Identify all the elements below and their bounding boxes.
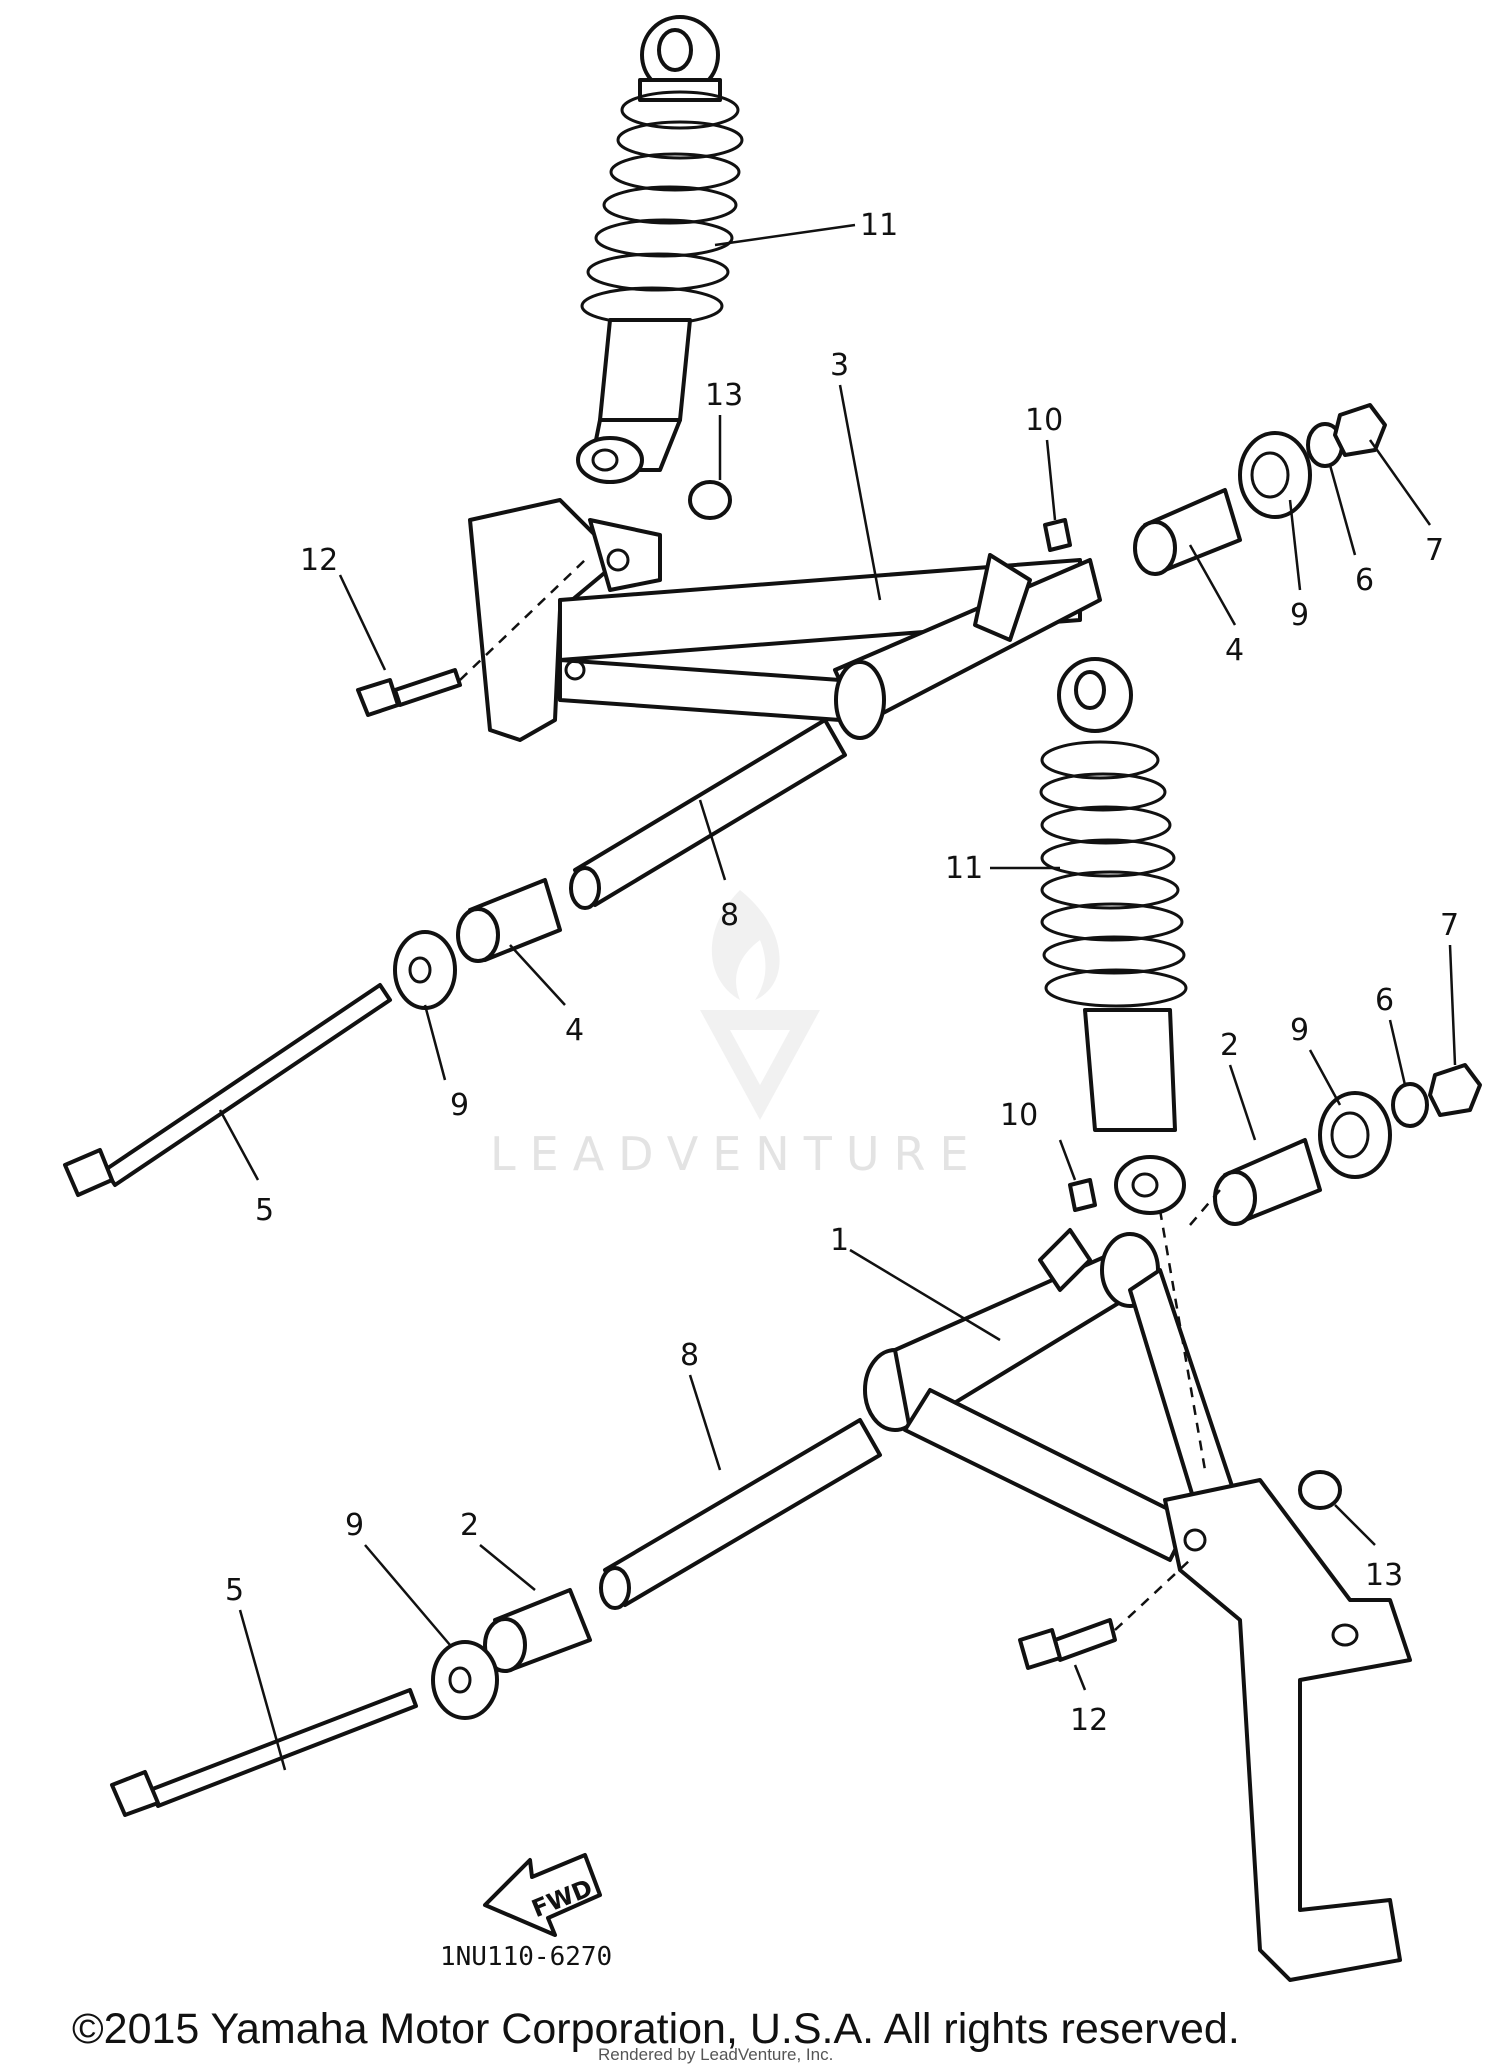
callout-seal-upper-rear: 9 bbox=[1290, 598, 1309, 633]
lower-mount-bolt bbox=[1018, 1559, 1191, 1670]
watermark-logo bbox=[700, 890, 820, 1120]
callout-washer-lower: 6 bbox=[1375, 983, 1394, 1018]
callout-seal-upper-front: 9 bbox=[450, 1088, 469, 1123]
callout-bushing-upper-front: 4 bbox=[565, 1013, 584, 1048]
lower-pivot-bolt bbox=[110, 1688, 418, 1817]
callout-mount-nut-lower: 13 bbox=[1365, 1558, 1403, 1593]
upper-mount-bolt bbox=[356, 559, 586, 717]
upper-rear-seal bbox=[1238, 431, 1312, 519]
callout-fitting-lower: 10 bbox=[1000, 1098, 1038, 1133]
upper-a-arm bbox=[468, 498, 1102, 742]
upper-pivot-bolt bbox=[63, 983, 392, 1197]
diagram-code: 1NU110-6270 bbox=[440, 1942, 612, 1972]
upper-collar bbox=[569, 718, 847, 910]
forward-direction-arrow: FWD bbox=[483, 1853, 602, 1937]
callout-nut-lower: 7 bbox=[1440, 908, 1459, 943]
callout-shock-upper: 11 bbox=[860, 208, 898, 243]
callout-mount-bolt-lower: 12 bbox=[1070, 1703, 1108, 1738]
lower-shock-absorber bbox=[1039, 657, 1188, 1215]
callout-fitting-upper: 10 bbox=[1025, 403, 1063, 438]
copyright-notice: ©2015 Yamaha Motor Corporation, U.S.A. A… bbox=[72, 2005, 1240, 2053]
callout-collar-upper: 8 bbox=[720, 898, 739, 933]
upper-rear-bushing bbox=[1133, 488, 1242, 576]
lower-a-arm bbox=[863, 1228, 1412, 1982]
callout-seal-lower-front: 9 bbox=[345, 1508, 364, 1543]
upper-grease-fitting bbox=[1043, 518, 1072, 552]
lower-rear-seal bbox=[1318, 1091, 1392, 1179]
upper-shock-absorber bbox=[576, 15, 744, 484]
lower-front-seal bbox=[431, 1640, 499, 1720]
rendered-by-notice: Rendered by LeadVenture, Inc. bbox=[598, 2045, 833, 2064]
upper-mount-nut bbox=[688, 480, 732, 520]
lower-washer bbox=[1391, 1082, 1429, 1128]
callout-shock-lower: 11 bbox=[945, 851, 983, 886]
leader-lines bbox=[218, 223, 1457, 1771]
upper-nut bbox=[1333, 403, 1387, 457]
lower-nut bbox=[1428, 1063, 1482, 1117]
callout-nut-upper: 7 bbox=[1425, 533, 1444, 568]
callout-washer-upper: 6 bbox=[1355, 563, 1374, 598]
callout-seal-lower-rear: 9 bbox=[1290, 1013, 1309, 1048]
callout-arm-lower: 1 bbox=[830, 1223, 849, 1258]
callout-mount-bolt-upper: 12 bbox=[300, 543, 338, 578]
lower-collar bbox=[599, 1418, 882, 1610]
lower-mount-nut bbox=[1298, 1470, 1342, 1510]
callout-mount-nut-upper: 13 bbox=[705, 378, 743, 413]
callout-bushing-lower-rear: 2 bbox=[1220, 1028, 1239, 1063]
callout-bolt-lower: 5 bbox=[225, 1573, 244, 1608]
watermark-text: LEADVENTURE bbox=[490, 1127, 983, 1181]
callout-arm-upper: 3 bbox=[830, 348, 849, 383]
lower-front-bushing bbox=[483, 1588, 592, 1673]
callout-bolt-upper: 5 bbox=[255, 1193, 274, 1228]
callout-bushing-upper-rear: 4 bbox=[1225, 633, 1244, 668]
lower-grease-fitting bbox=[1068, 1178, 1097, 1212]
callout-collar-lower: 8 bbox=[680, 1338, 699, 1373]
upper-front-seal bbox=[393, 930, 457, 1010]
callout-bushing-lower-front: 2 bbox=[460, 1508, 479, 1543]
upper-front-bushing bbox=[456, 878, 562, 963]
lower-rear-bushing bbox=[1213, 1138, 1322, 1226]
